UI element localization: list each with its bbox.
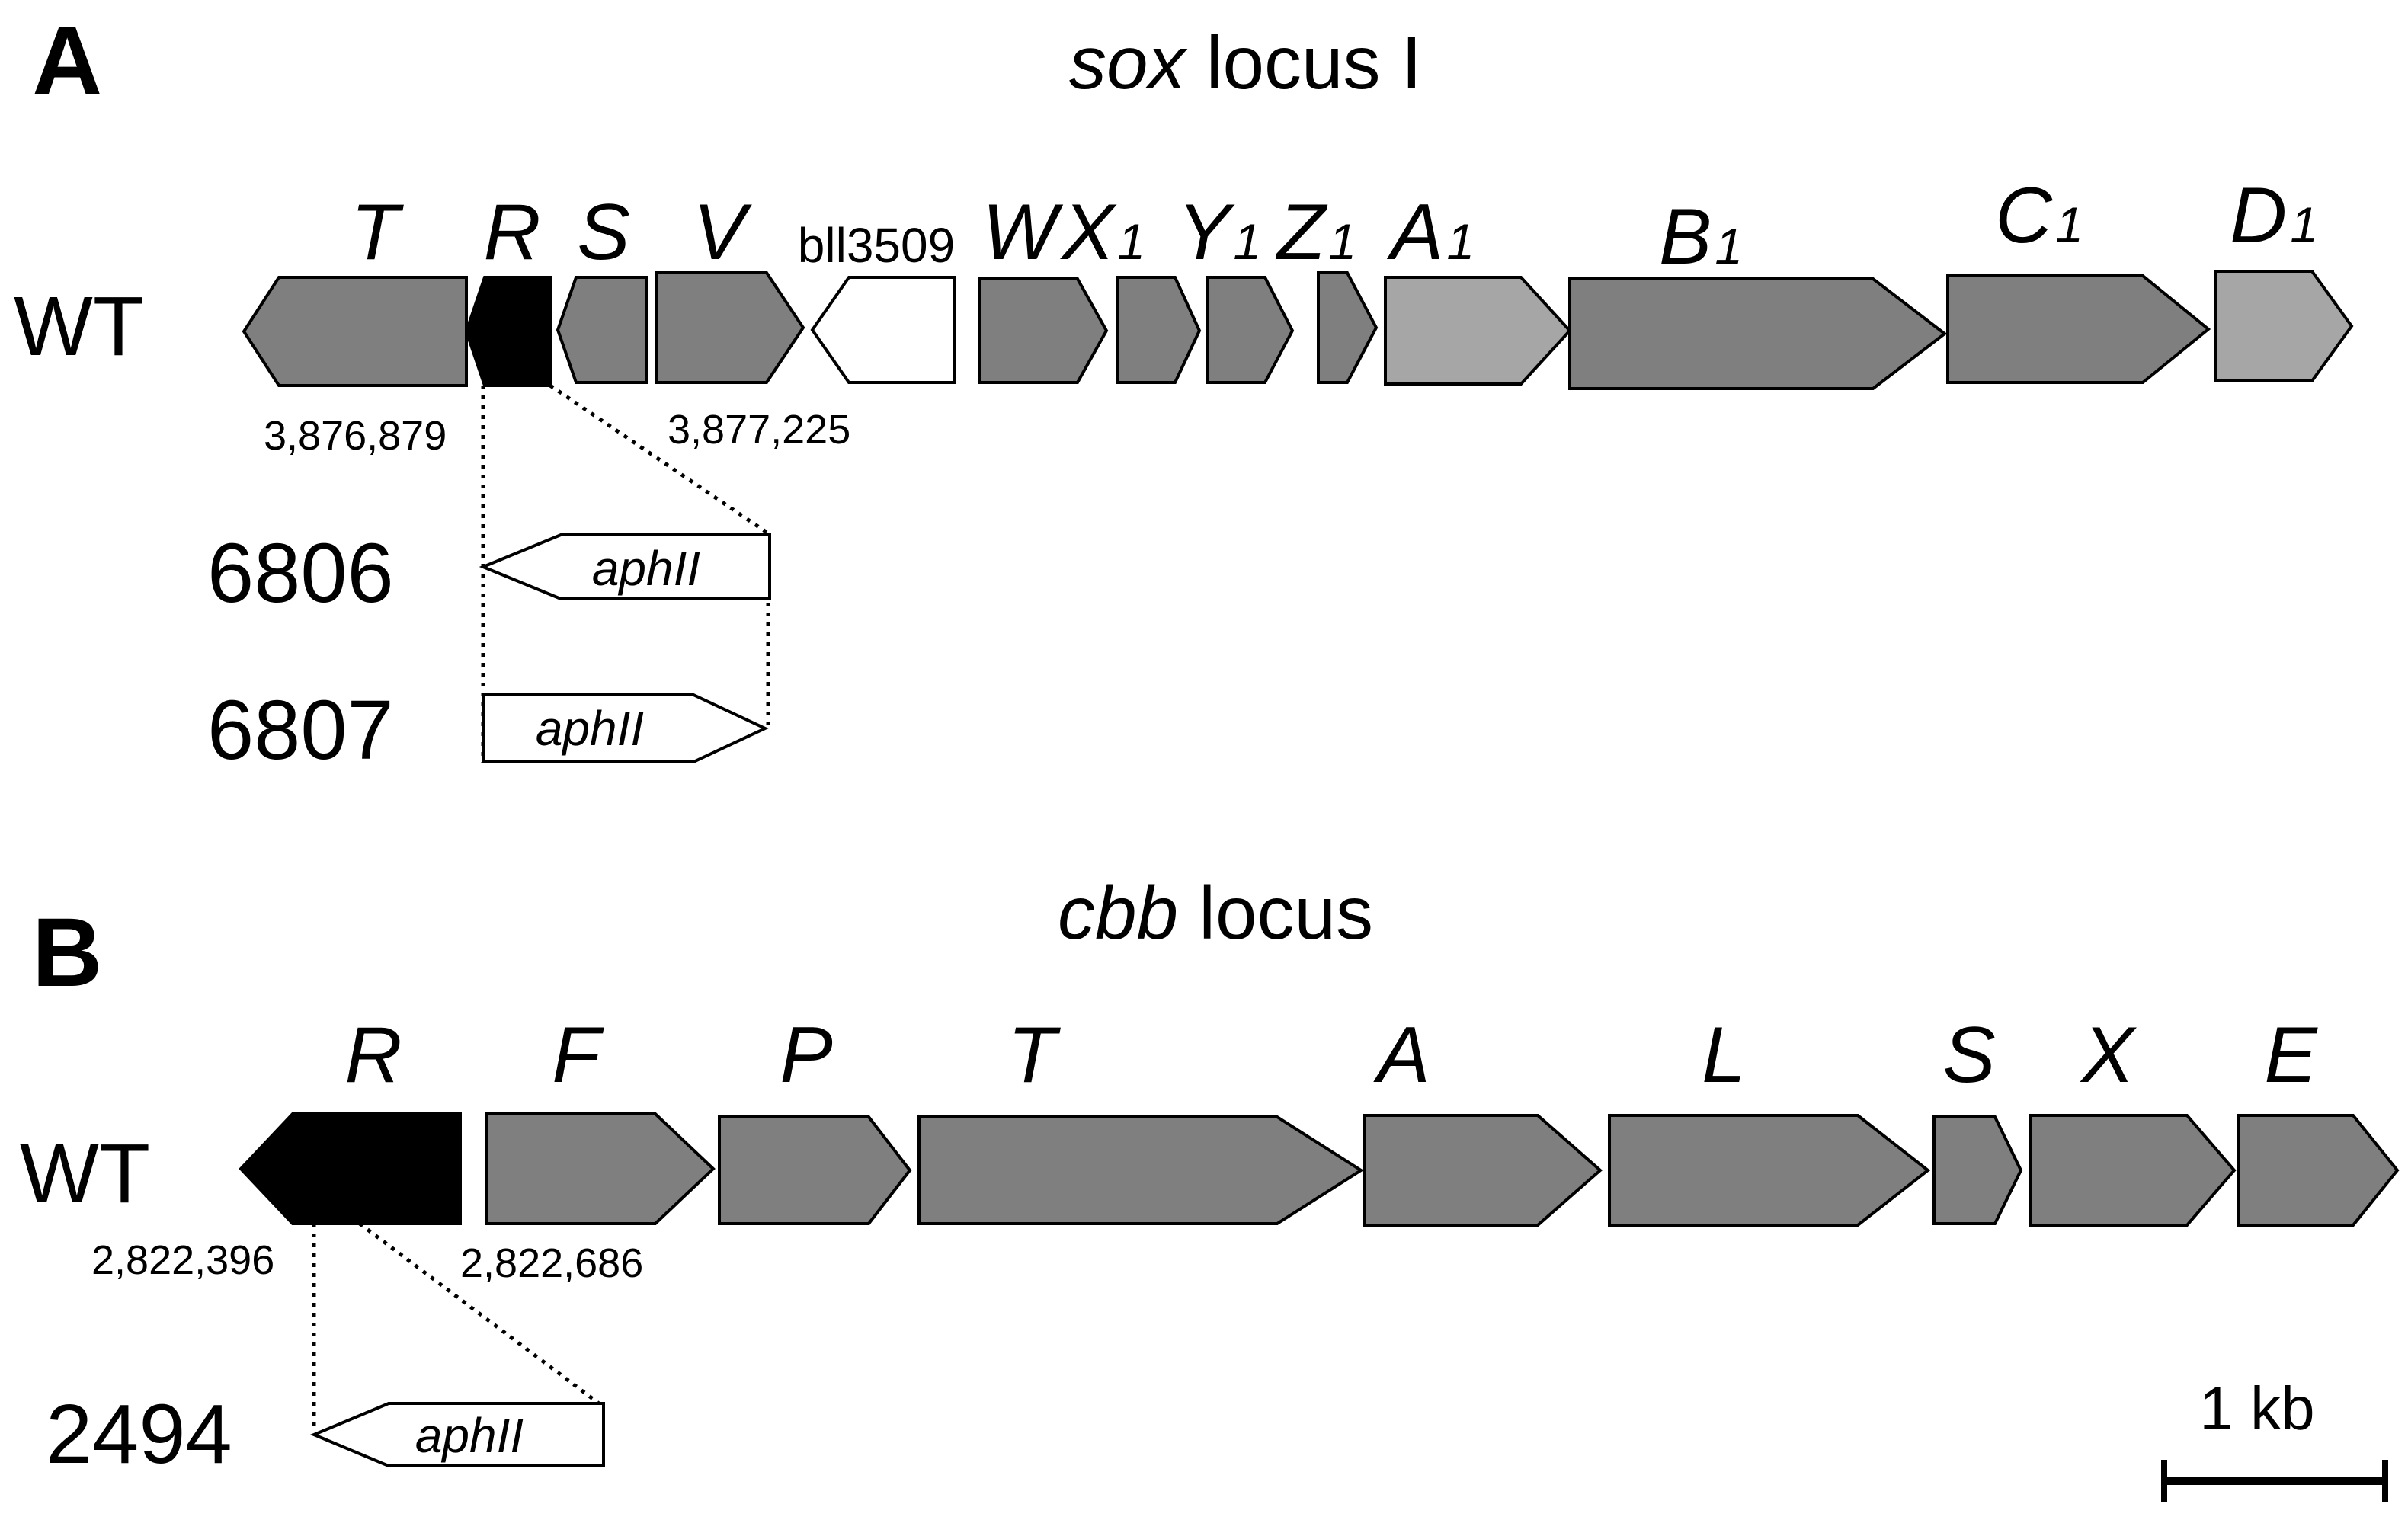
gene-letter: X <box>1060 188 1117 277</box>
mutant-6806-label: 6806 <box>207 526 394 620</box>
panel-a-title-rest: locus I <box>1186 21 1422 104</box>
panel-a: A sox locus I WT T R S V bll3509 W X1 Y1… <box>14 7 2354 777</box>
panel-a-coord-left: 3,876,879 <box>264 413 447 459</box>
gene-subscript: 1 <box>2290 197 2318 253</box>
gene-subscript: 1 <box>1117 213 1145 270</box>
gene-cbbS-arrow <box>1932 1115 2023 1225</box>
panel-a-title: sox locus I <box>1069 21 1422 104</box>
gene-letter: B <box>1659 193 1712 281</box>
panel-a-row-label: WT <box>14 280 144 373</box>
gene-cbbE-arrow <box>2237 1114 2400 1227</box>
mutant-2494-label: 2494 <box>46 1387 232 1481</box>
gene-soxX1-arrow <box>1116 276 1202 384</box>
panel-b-connector-diagonal <box>358 1222 600 1405</box>
mutant-6806-aphII-cassette <box>479 533 771 600</box>
gene-subscript: 1 <box>1328 213 1356 270</box>
gene-soxD1-arrow <box>2214 270 2354 382</box>
gene-soxW-arrow <box>978 277 1109 384</box>
gene-label-cbbP: P <box>780 1011 832 1099</box>
gene-letter: A <box>1386 188 1443 277</box>
gene-label-cbbL: L <box>1702 1011 1746 1099</box>
gene-subscript: 1 <box>1446 213 1475 270</box>
gene-label-soxR: R <box>483 188 540 277</box>
gene-label-cbbR: R <box>344 1011 402 1099</box>
panel-b: B cbb locus WT R F P T A L S X E 2,822,3… <box>20 871 2400 1481</box>
mutant-2494-aphII-cassette <box>309 1402 605 1467</box>
mutant-6807-label: 6807 <box>207 683 394 777</box>
gene-cbbF-arrow <box>485 1112 716 1225</box>
panel-b-title-rest: locus <box>1178 871 1373 955</box>
panel-b-letter: B <box>32 898 102 1007</box>
gene-label-cbbE: E <box>2264 1011 2318 1099</box>
gene-label-soxD1: D1 <box>2230 171 2318 260</box>
gene-label-cbbS: S <box>1942 1011 1995 1099</box>
scale-bar: 1 kb <box>2161 1374 2388 1502</box>
gene-soxT-arrow <box>242 276 468 387</box>
gene-letter: Y <box>1177 188 1235 277</box>
gene-label-soxS: S <box>577 188 629 277</box>
scale-bar-label: 1 kb <box>2199 1374 2314 1442</box>
gene-label-soxB1: B1 <box>1659 193 1743 281</box>
gene-cbbX-arrow <box>2029 1114 2237 1227</box>
gene-soxS-arrow <box>556 276 648 384</box>
mutant-6807-aphII-cassette <box>482 693 769 763</box>
gene-label-soxZ1: Z1 <box>1275 188 1356 277</box>
panel-b-title: cbb locus <box>1058 871 1373 955</box>
gene-letter: C <box>1995 171 2053 260</box>
gene-label-cbbA: A <box>1372 1011 1430 1099</box>
gene-soxR-arrow <box>464 276 552 387</box>
gene-letter: D <box>2230 171 2287 260</box>
gene-label-cbbT: T <box>1007 1011 1061 1099</box>
gene-label-soxT: T <box>351 188 404 277</box>
gene-cbbT-arrow <box>917 1115 1364 1225</box>
gene-subscript: 1 <box>1233 213 1261 270</box>
mutant-2494-cassette-label: aphII <box>415 1408 524 1463</box>
panel-b-coord-left: 2,822,396 <box>91 1237 274 1283</box>
gene-soxA1-arrow <box>1384 276 1572 386</box>
gene-label-soxV: V <box>693 188 752 277</box>
gene-label-soxX1: X1 <box>1060 188 1145 277</box>
mutant-6806-cassette-label: aphII <box>592 541 701 596</box>
panel-a-title-italic: sox <box>1069 21 1188 104</box>
gene-label-soxC1: C1 <box>1995 171 2083 260</box>
mutant-6807-cassette-label: aphII <box>536 701 645 756</box>
panel-a-connector-diagonal <box>549 383 770 536</box>
gene-soxB1-arrow <box>1568 277 1948 390</box>
gene-subscript: 1 <box>1715 218 1743 274</box>
panel-a-letter: A <box>32 7 102 116</box>
gene-label-soxY1: Y1 <box>1177 188 1261 277</box>
gene-soxZ1-arrow <box>1317 271 1379 384</box>
panel-a-coord-right: 3,877,225 <box>668 407 850 453</box>
gene-label-bll3509: bll3509 <box>798 218 955 273</box>
gene-cbbA-arrow <box>1363 1114 1603 1227</box>
gene-cbbR-arrow <box>239 1112 462 1225</box>
gene-letter: Z <box>1275 188 1328 277</box>
gene-label-cbbF: F <box>552 1011 604 1099</box>
gene-cbbL-arrow <box>1608 1114 1931 1227</box>
gene-soxY1-arrow <box>1206 276 1295 384</box>
gene-soxC1-arrow <box>1946 274 2211 384</box>
gene-soxV-arrow <box>655 271 805 384</box>
gene-label-cbbX: X <box>2080 1011 2137 1099</box>
panel-b-title-italic: cbb <box>1058 871 1178 955</box>
gene-subscript: 1 <box>2055 197 2083 253</box>
gene-bll3509-arrow <box>810 276 956 384</box>
gene-label-soxA1: A1 <box>1386 188 1475 277</box>
gene-cbbP-arrow <box>718 1115 912 1225</box>
panel-b-coord-right: 2,822,686 <box>460 1240 643 1286</box>
panel-b-row-label: WT <box>20 1127 150 1221</box>
gene-label-soxW: W <box>982 188 1064 277</box>
